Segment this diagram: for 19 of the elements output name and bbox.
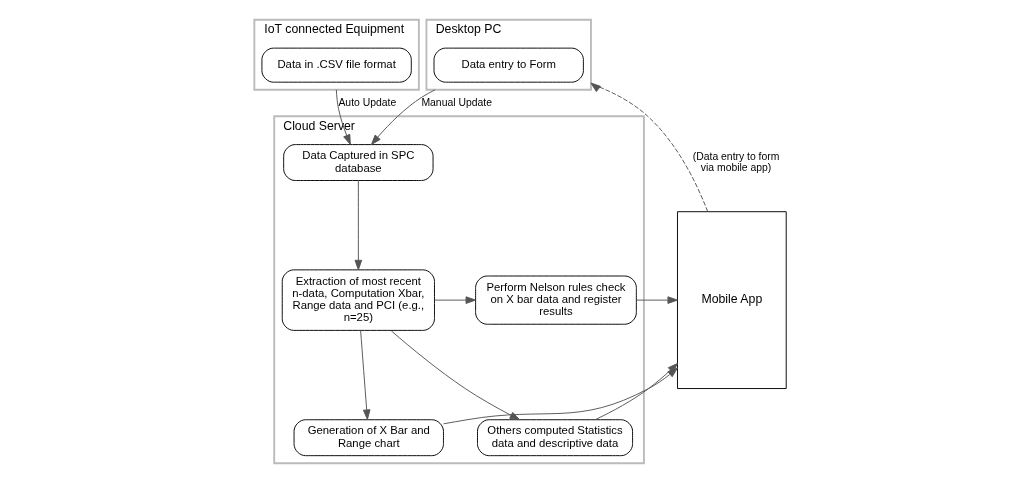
edge-label: (Data entry to form via mobile app) bbox=[692, 150, 779, 173]
node-box: Mobile App bbox=[676, 211, 787, 389]
node-box: Extraction of most recent n-data, Computation Xbar, Range data and PCI (e.g., n=25) bbox=[281, 269, 435, 331]
node-box: Others computed Statistics data and descriptive data bbox=[476, 419, 633, 457]
node-box: Data Captured in SPC database bbox=[282, 144, 434, 181]
arrow bbox=[635, 296, 678, 304]
arrow bbox=[335, 89, 351, 145]
edge-label: Auto Update bbox=[337, 96, 396, 108]
node-box: Data in .CSV file format bbox=[260, 47, 412, 83]
node-box: Generation of X Bar and Range chart bbox=[293, 419, 444, 457]
arrow bbox=[590, 82, 708, 213]
node-box: Data entry to Form bbox=[433, 47, 584, 83]
arrow bbox=[359, 330, 370, 420]
arrow bbox=[390, 330, 520, 421]
arrow bbox=[433, 296, 476, 304]
node-box: Perform Nelson rules check on X bar data and register results bbox=[474, 275, 637, 325]
edge-label: Manual Update bbox=[420, 96, 492, 108]
arrow bbox=[370, 89, 436, 145]
arrow bbox=[354, 180, 362, 271]
